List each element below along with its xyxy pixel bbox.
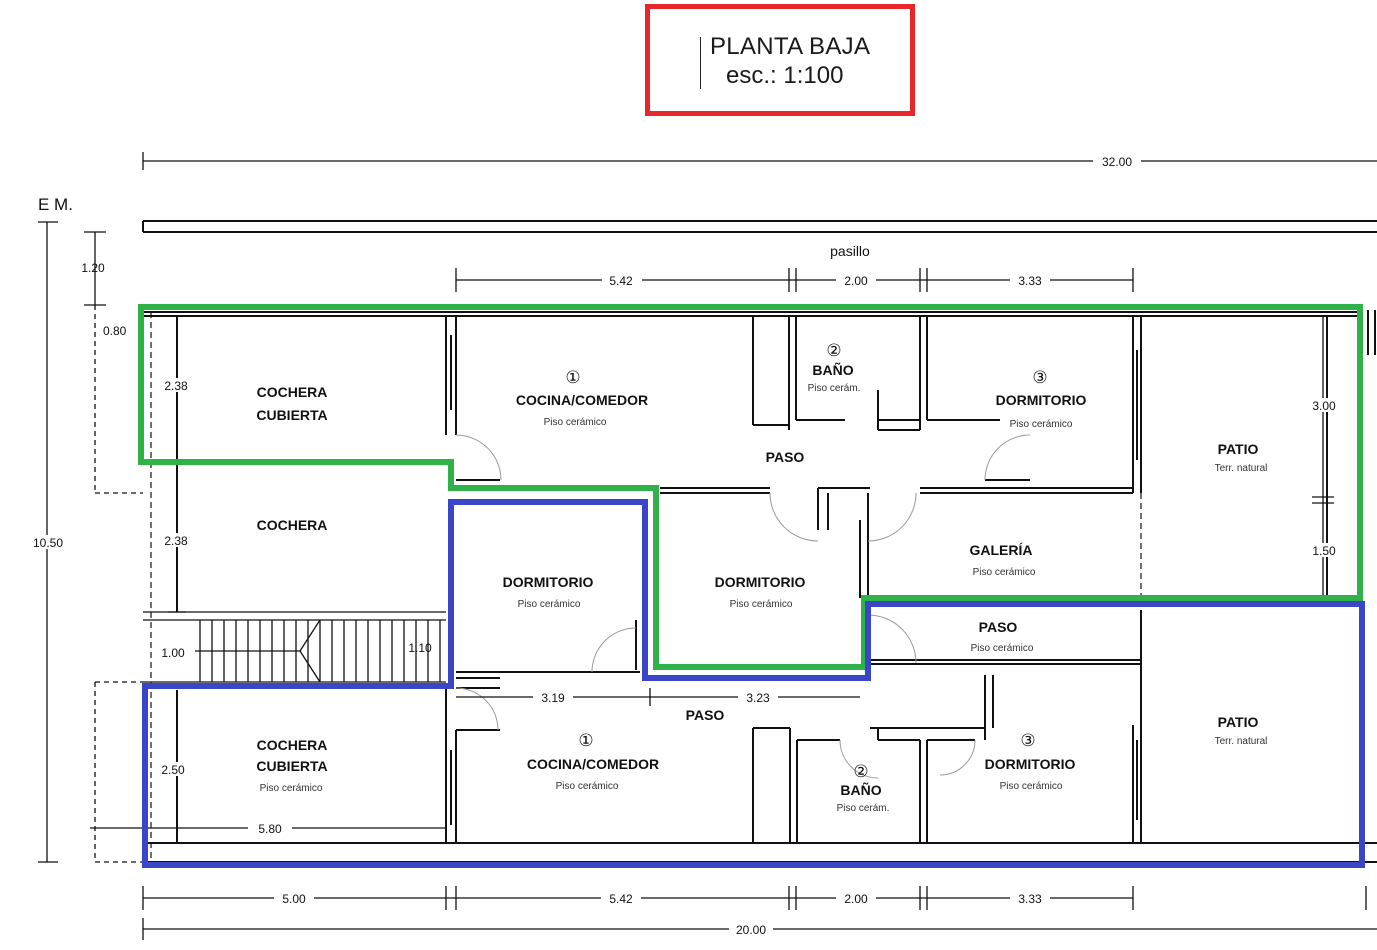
- dim-total-bottom: 20.00: [736, 923, 766, 937]
- dim-patio-top: 3.00: [1312, 399, 1336, 413]
- plan-scale: esc.: 1:100: [726, 62, 844, 89]
- svg-text:①: ①: [565, 368, 580, 388]
- room-cochera: COCHERA: [257, 517, 328, 533]
- svg-text:Piso cerámico: Piso cerámico: [973, 567, 1036, 578]
- svg-text:COCHERA: COCHERA: [257, 737, 328, 753]
- dim-height-total: 10.50: [33, 536, 63, 550]
- dim-left-top: 1.20: [81, 261, 105, 275]
- svg-text:CUBIERTA: CUBIERTA: [256, 407, 327, 423]
- room-cochera-cubierta-bottom: COCHERA CUBIERTA Piso cerámico: [256, 737, 327, 794]
- room-cocina-top: ① COCINA/COMEDOR Piso cerámico: [516, 368, 648, 428]
- dim-stair-right: 1.10: [408, 641, 432, 655]
- dimension-mid: 3.19 3.23: [456, 688, 860, 706]
- svg-text:Piso cerámico: Piso cerámico: [518, 599, 581, 610]
- room-paso-top: PASO: [766, 449, 805, 465]
- dim-top-1: 5.42: [609, 274, 633, 288]
- svg-text:③: ③: [1032, 368, 1047, 388]
- corridor-label: pasillo: [830, 243, 870, 259]
- dimension-patio: 3.00 1.50: [1306, 316, 1342, 598]
- svg-text:Piso cerámico: Piso cerámico: [260, 783, 323, 794]
- svg-text:PATIO: PATIO: [1218, 714, 1259, 730]
- svg-text:②: ②: [853, 762, 868, 782]
- dim-bottom-3: 2.00: [844, 892, 868, 906]
- dim-bottom-1: 5.00: [282, 892, 306, 906]
- svg-text:PASO: PASO: [686, 707, 725, 723]
- dim-top-2: 2.00: [844, 274, 868, 288]
- svg-text:COCHERA: COCHERA: [257, 517, 328, 533]
- dimension-garage: 2.38 2.38 1.00 1.10 2.50 5.80: [90, 316, 446, 836]
- dim-bottom-4: 3.33: [1018, 892, 1042, 906]
- room-paso-right: PASO Piso cerámico: [971, 619, 1034, 654]
- dim-bottom-2: 5.42: [609, 892, 633, 906]
- svg-text:Piso cerámico: Piso cerámico: [730, 599, 793, 610]
- svg-text:①: ①: [578, 731, 593, 751]
- em-label: E M.: [38, 195, 73, 214]
- svg-text:DORMITORIO: DORMITORIO: [503, 574, 594, 590]
- dim-mid-left: 3.19: [541, 691, 565, 705]
- dim-garage-top: 2.38: [164, 379, 188, 393]
- staircase: [143, 611, 446, 683]
- room-patio-top: PATIO Terr. natural: [1215, 441, 1268, 474]
- dim-garage-width: 5.80: [258, 822, 282, 836]
- dimension-total-bottom: 20.00: [142, 918, 1377, 940]
- svg-text:GALERÍA: GALERÍA: [970, 542, 1033, 558]
- svg-text:②: ②: [826, 341, 841, 361]
- title-divider: [700, 37, 701, 89]
- room-bano-top: ② BAÑO Piso cerám.: [808, 341, 861, 394]
- svg-text:Piso cerámico: Piso cerámico: [1010, 419, 1073, 430]
- svg-text:Piso cerám.: Piso cerám.: [808, 383, 861, 394]
- room-galeria: GALERÍA Piso cerámico: [970, 542, 1036, 578]
- unit-outline-green: [138, 304, 1363, 670]
- dim-mid-right: 3.23: [746, 691, 770, 705]
- room-cocina-bottom: ① COCINA/COMEDOR Piso cerámico: [527, 731, 659, 792]
- corridor: pasillo: [142, 220, 1377, 259]
- dimension-left: 10.50 1.20 0.80: [28, 221, 143, 863]
- dim-total-top: 32.00: [1102, 155, 1132, 169]
- dim-garage-bottom: 2.50: [161, 763, 185, 777]
- dimension-top-row: 5.42 2.00 3.33: [455, 268, 1134, 292]
- svg-text:BAÑO: BAÑO: [812, 361, 853, 378]
- svg-text:Piso cerámico: Piso cerámico: [1000, 781, 1063, 792]
- svg-text:Terr. natural: Terr. natural: [1215, 736, 1268, 747]
- svg-text:CUBIERTA: CUBIERTA: [256, 758, 327, 774]
- svg-text:③: ③: [1020, 731, 1035, 751]
- door-swings: [455, 434, 1031, 779]
- svg-text:DORMITORIO: DORMITORIO: [996, 392, 1087, 408]
- dim-patio-bottom: 1.50: [1312, 544, 1336, 558]
- dim-left-offset: 0.80: [103, 324, 127, 338]
- plan-title: PLANTA BAJA: [710, 33, 871, 60]
- svg-text:BAÑO: BAÑO: [840, 781, 881, 798]
- dim-top-3: 3.33: [1018, 274, 1042, 288]
- dim-garage-mid: 2.38: [164, 534, 188, 548]
- svg-text:PASO: PASO: [766, 449, 805, 465]
- room-dormitorio3-top: ③ DORMITORIO Piso cerámico: [996, 368, 1087, 430]
- room-dormitorio-mid: DORMITORIO Piso cerámico: [715, 574, 806, 610]
- room-patio-bottom: PATIO Terr. natural: [1215, 714, 1268, 747]
- svg-text:COCINA/COMEDOR: COCINA/COMEDOR: [527, 756, 659, 772]
- svg-text:DORMITORIO: DORMITORIO: [715, 574, 806, 590]
- svg-text:COCINA/COMEDOR: COCINA/COMEDOR: [516, 392, 648, 408]
- svg-text:Piso cerámico: Piso cerámico: [556, 781, 619, 792]
- unit-outline-blue: [142, 499, 1365, 868]
- room-dormitorio-left: DORMITORIO Piso cerámico: [503, 574, 594, 610]
- dimension-total-top: 32.00: [142, 152, 1377, 170]
- dimension-bottom-row: 5.00 5.42 2.00 3.33: [142, 886, 1367, 910]
- svg-text:COCHERA: COCHERA: [257, 384, 328, 400]
- room-paso-mid: PASO: [686, 707, 725, 723]
- room-dormitorio3-bottom: ③ DORMITORIO Piso cerámico: [985, 731, 1076, 792]
- svg-text:Piso cerámico: Piso cerámico: [971, 643, 1034, 654]
- svg-text:Piso cerám.: Piso cerám.: [837, 803, 890, 814]
- room-cochera-cubierta-top: COCHERA CUBIERTA: [256, 384, 327, 423]
- title-frame: PLANTA BAJA esc.: 1:100: [645, 4, 915, 116]
- room-bano-bottom: ② BAÑO Piso cerám.: [837, 762, 890, 814]
- svg-text:PASO: PASO: [979, 619, 1018, 635]
- svg-text:DORMITORIO: DORMITORIO: [985, 756, 1076, 772]
- walls: [143, 310, 1377, 863]
- svg-text:Piso cerámico: Piso cerámico: [544, 417, 607, 428]
- dim-stair: 1.00: [161, 646, 185, 660]
- svg-text:PATIO: PATIO: [1218, 441, 1259, 457]
- svg-text:Terr. natural: Terr. natural: [1215, 463, 1268, 474]
